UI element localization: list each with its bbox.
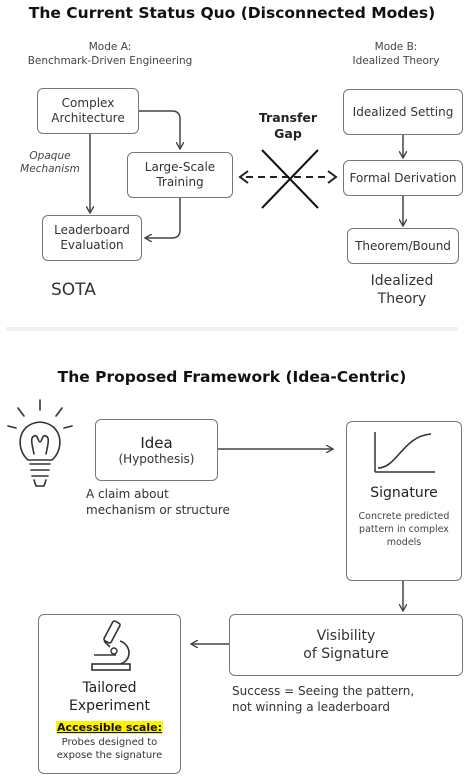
leaderboard-evaluation-box: Leaderboard Evaluation — [42, 215, 142, 261]
complex-architecture-box: Complex Architecture — [37, 88, 139, 134]
section-divider — [6, 327, 458, 331]
arrow-architecture-to-training — [139, 110, 180, 148]
bottom-title: The Proposed Framework (Idea-Centric) — [57, 368, 407, 386]
signature-description: Concrete predicted pattern in complex mo… — [358, 511, 450, 548]
idea-subtitle: (Hypothesis) — [118, 452, 195, 466]
sota-label: SOTA — [51, 280, 96, 300]
accessible-scale-label: Accessible scale: — [56, 721, 163, 735]
mode-a-name: Mode A: — [88, 41, 132, 53]
cross-icon — [261, 149, 319, 209]
formal-derivation-box: Formal Derivation — [343, 160, 463, 196]
idea-box: Idea (Hypothesis) — [95, 419, 218, 481]
microscope-icon — [80, 619, 140, 677]
idea-title: Idea — [140, 434, 173, 452]
lightbulb-icon — [4, 398, 76, 498]
arrow-training-to-leaderboard — [146, 198, 181, 238]
mode-a-desc: Benchmark-Driven Engineering — [27, 54, 193, 67]
mode-b-name: Mode B: — [374, 41, 418, 53]
curve-chart-icon — [369, 428, 439, 482]
idealized-theory-label: Idealized Theory — [370, 273, 434, 308]
accessible-scale-wrap: Accessible scale: — [56, 721, 163, 735]
mode-a-label: Mode A: Benchmark-Driven Engineering — [0, 41, 220, 68]
idea-caption: A claim about mechanism or structure — [86, 487, 230, 517]
idealized-setting-box: Idealized Setting — [343, 89, 463, 135]
opaque-mechanism-label: Opaque Mechanism — [20, 150, 80, 176]
visibility-of-signature-box: Visibility of Signature — [229, 614, 463, 676]
signature-title: Signature — [370, 485, 438, 501]
signature-box: Signature Concrete predicted pattern in … — [346, 421, 462, 581]
large-scale-training-box: Large-Scale Training — [127, 152, 233, 198]
top-title: The Current Status Quo (Disconnected Mod… — [28, 4, 436, 22]
transfer-gap-label: Transfer Gap — [258, 110, 318, 141]
probes-description: Probes designed to expose the signature — [56, 737, 163, 762]
tailored-experiment-title: Tailored Experiment — [69, 680, 150, 715]
mode-b-desc: Idealized Theory — [352, 54, 440, 67]
tailored-experiment-box: Tailored Experiment Accessible scale: Pr… — [38, 614, 181, 774]
mode-b-label: Mode B: Idealized Theory — [328, 41, 464, 68]
theorem-bound-box: Theorem/Bound — [347, 228, 459, 264]
visibility-caption: Success = Seeing the pattern, not winnin… — [232, 684, 415, 714]
